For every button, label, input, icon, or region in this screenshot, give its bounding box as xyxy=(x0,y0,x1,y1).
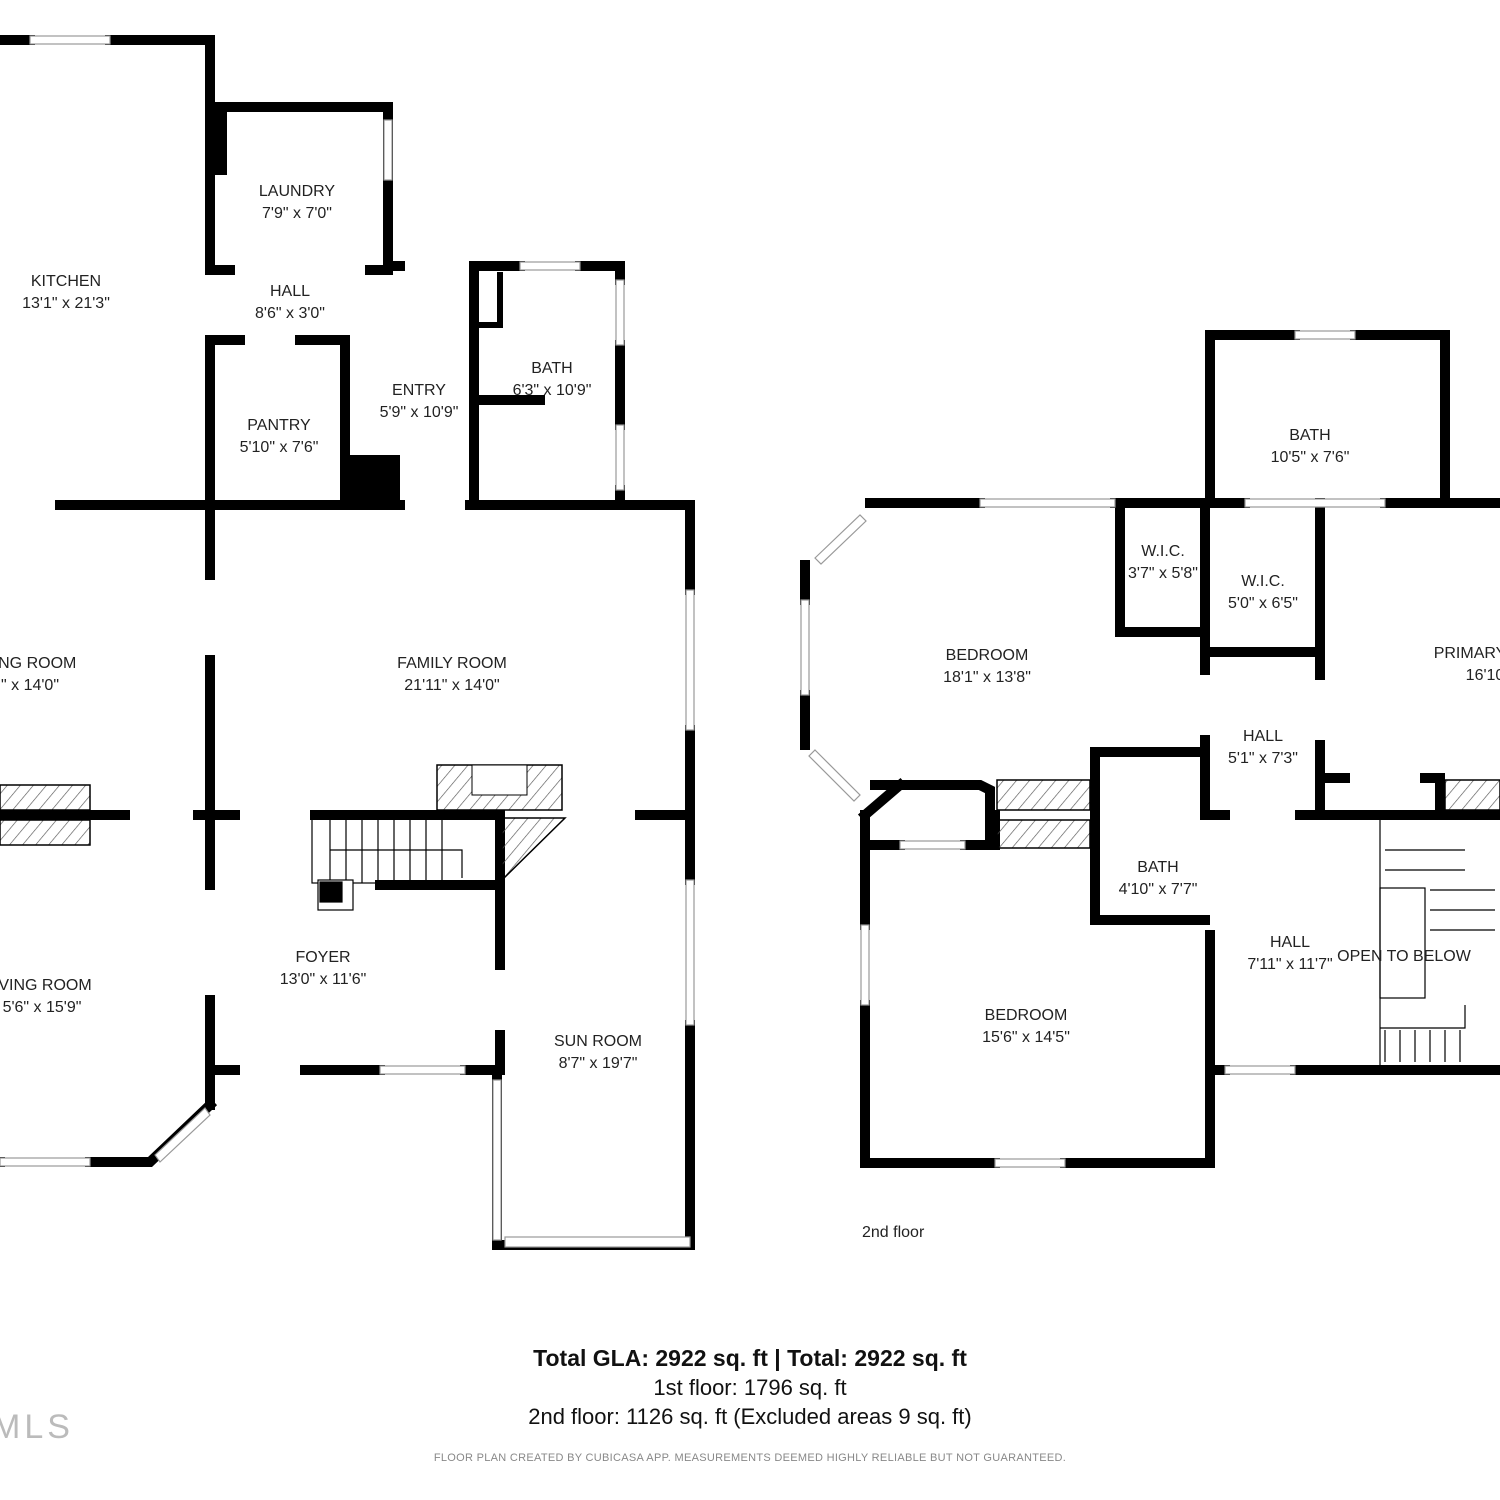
first-floor-fireplaces xyxy=(0,764,567,882)
room-laundry-name: LAUNDRY xyxy=(259,183,336,200)
room-entry-dims: 5'9" x 10'9" xyxy=(380,404,459,421)
room-wic1-name: W.I.C. xyxy=(1141,543,1185,560)
mls-watermark: MLS xyxy=(0,1408,74,1446)
room-bedroom2-name: BEDROOM xyxy=(985,1007,1068,1024)
room-sunroom-dims: 8'7" x 19'7" xyxy=(559,1055,638,1072)
room-laundry-dims: 7'9" x 7'0" xyxy=(262,205,332,222)
room-hall3-name: HALL xyxy=(1270,934,1310,951)
room-hall1-dims: 8'6" x 3'0" xyxy=(255,305,325,322)
room-hall1-name: HALL xyxy=(270,283,310,300)
room-pantry-dims: 5'10" x 7'6" xyxy=(240,439,319,456)
room-bath3-name: BATH xyxy=(1137,859,1178,876)
room-bedroom1-dims: 18'1" x 13'8" xyxy=(943,669,1031,686)
second-floor-windows xyxy=(800,330,1386,1168)
room-sunroom-name: SUN ROOM xyxy=(554,1033,642,1050)
room-family-name: FAMILY ROOM xyxy=(397,655,507,672)
room-pantry-name: PANTRY xyxy=(247,417,311,434)
room-primary-dims: 16'10 xyxy=(1466,667,1500,684)
room-hall2-dims: 5'1" x 7'3" xyxy=(1228,750,1298,767)
room-open-name: OPEN TO BELOW xyxy=(1337,948,1472,965)
room-living-name: VING ROOM xyxy=(0,977,92,994)
first-floor-stairs xyxy=(311,817,498,911)
room-bath2-name: BATH xyxy=(1289,427,1330,444)
room-dining-dims: " x 14'0" xyxy=(1,677,59,694)
room-wic1-dims: 3'7" x 5'8" xyxy=(1128,565,1198,582)
second-floor-walls xyxy=(800,330,1500,1168)
room-primary-name: PRIMARY xyxy=(1434,645,1500,662)
room-hall2-name: HALL xyxy=(1243,728,1283,745)
room-bath1-name: BATH xyxy=(531,360,572,377)
room-foyer-name: FOYER xyxy=(295,949,350,966)
room-bath2-dims: 10'5" x 7'6" xyxy=(1271,449,1350,466)
room-hall3-dims: 7'11" x 11'7" xyxy=(1247,956,1332,973)
room-bedroom2-dims: 15'6" x 14'5" xyxy=(982,1029,1070,1046)
first-floor-area: 1st floor: 1796 sq. ft xyxy=(653,1375,847,1400)
room-wic2-name: W.I.C. xyxy=(1241,573,1285,590)
room-living-dims: 5'6" x 15'9" xyxy=(3,999,82,1016)
room-family-dims: 21'11" x 14'0" xyxy=(404,677,499,694)
second-floor-stairs xyxy=(1379,820,1495,1065)
room-labels: KITCHEN 13'1" x 21'3" LAUNDRY 7'9" x 7'0… xyxy=(0,183,1500,1072)
second-floor-area: 2nd floor: 1126 sq. ft (Excluded areas 9… xyxy=(528,1404,972,1429)
second-floor-fireplaces xyxy=(996,779,1500,849)
room-kitchen-dims: 13'1" x 21'3" xyxy=(22,295,110,312)
first-floor-walls xyxy=(0,35,695,1250)
room-wic2-dims: 5'0" x 6'5" xyxy=(1228,595,1298,612)
room-bedroom1-name: BEDROOM xyxy=(946,647,1029,664)
total-area: Total GLA: 2922 sq. ft | Total: 2922 sq.… xyxy=(533,1345,967,1371)
room-dining-name: ING ROOM xyxy=(0,655,76,672)
room-entry-name: ENTRY xyxy=(392,382,446,399)
room-bath3-dims: 4'10" x 7'7" xyxy=(1119,881,1198,898)
first-floor-windows xyxy=(0,35,695,1248)
room-bath1-dims: 6'3" x 10'9" xyxy=(513,382,592,399)
disclaimer-text: FLOOR PLAN CREATED BY CUBICASA APP. MEAS… xyxy=(433,1452,1067,1464)
room-kitchen-name: KITCHEN xyxy=(31,273,101,290)
room-foyer-dims: 13'0" x 11'6" xyxy=(280,971,367,988)
floor-label-2nd: 2nd floor xyxy=(862,1224,925,1241)
